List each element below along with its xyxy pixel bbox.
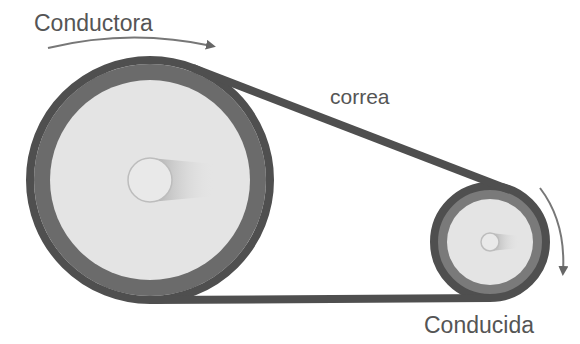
driven-pulley-face	[447, 199, 533, 285]
driver-pulley-face	[50, 80, 250, 280]
part-label: Conductora	[34, 12, 153, 35]
driver-hub	[128, 158, 172, 202]
rotation-arrow	[48, 37, 212, 48]
part-label: Conducida	[424, 314, 534, 337]
part-label: correa	[330, 86, 390, 107]
belt	[30, 60, 546, 300]
driven-hub	[481, 233, 499, 251]
driver-pulley-rim	[34, 64, 266, 296]
rotation-arrow	[540, 188, 563, 272]
